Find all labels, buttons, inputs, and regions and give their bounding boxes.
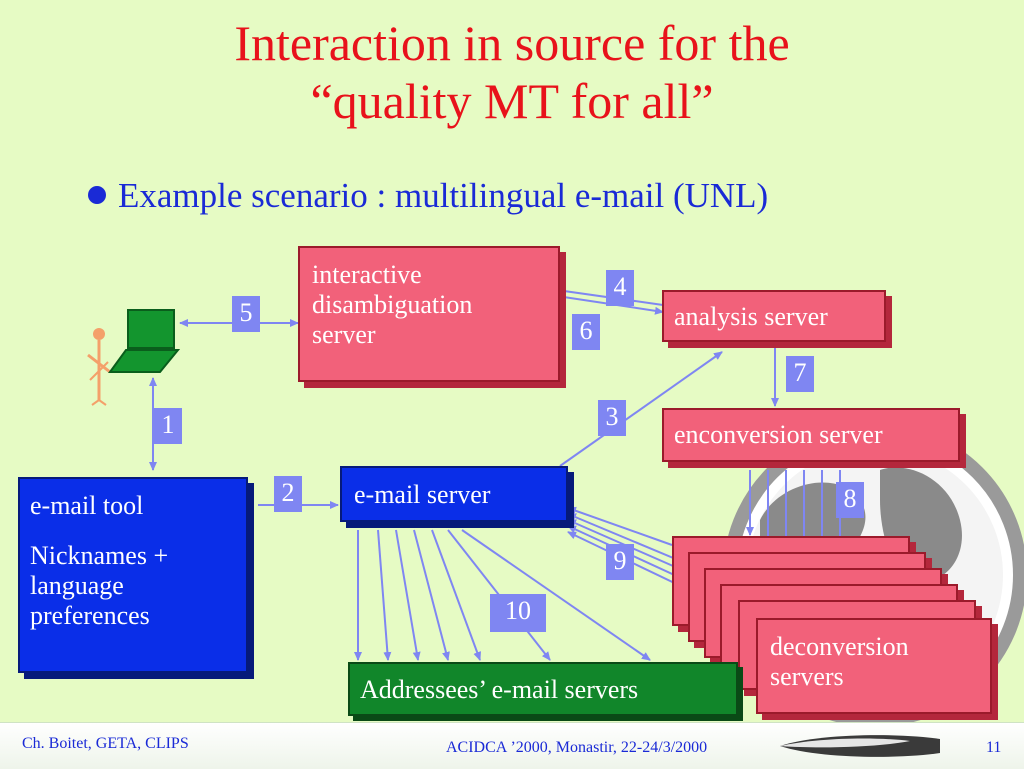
step-5: 5 <box>232 296 260 332</box>
disambiguation-line-2: disambiguation <box>312 290 473 319</box>
email-tool-line-3: language <box>30 571 124 600</box>
step-4: 4 <box>606 270 634 306</box>
deconversion-servers-box: deconversion servers <box>756 618 992 714</box>
email-tool-line-2: Nicknames + <box>30 541 169 570</box>
analysis-server-label: analysis server <box>674 302 828 331</box>
disambiguation-server-box: interactive disambiguation server <box>298 246 560 382</box>
footer-swoosh-icon <box>780 735 940 757</box>
bullet-item: Example scenario : multilingual e-mail (… <box>88 176 768 216</box>
disambiguation-line-1: interactive <box>312 260 422 289</box>
email-server-label: e-mail server <box>354 480 491 509</box>
addressees-servers-label: Addressees’ e-mail servers <box>360 675 639 704</box>
step-9: 9 <box>606 544 634 580</box>
step-6: 6 <box>572 314 600 350</box>
step-10: 10 <box>490 594 546 632</box>
bullet-text: Example scenario : multilingual e-mail (… <box>118 176 769 215</box>
slide-title: Interaction in source for the “quality M… <box>0 14 1024 130</box>
deconversion-line-2: servers <box>770 662 844 691</box>
footer-page-number: 11 <box>986 739 1002 756</box>
email-tool-line-4: preferences <box>30 601 150 630</box>
email-tool-box: e-mail tool Nicknames + language prefere… <box>18 477 248 673</box>
step-8: 8 <box>836 482 864 518</box>
user-computer-icon <box>87 309 181 406</box>
footer-conference: ACIDCA ’2000, Monastir, 22-24/3/2000 <box>446 739 708 756</box>
footer-author: Ch. Boitet, GETA, CLIPS <box>22 735 189 752</box>
analysis-server-box: analysis server <box>662 290 886 342</box>
title-line-2: “quality MT for all” <box>310 73 714 129</box>
disambiguation-line-3: server <box>312 320 376 349</box>
step-7: 7 <box>786 356 814 392</box>
email-server-box: e-mail server <box>340 466 568 522</box>
addressees-servers-box: Addressees’ e-mail servers <box>348 662 738 716</box>
email-tool-title: e-mail tool <box>30 491 144 520</box>
enconversion-server-label: enconversion server <box>674 420 883 449</box>
bullet-dot-icon <box>88 186 106 204</box>
title-line-1: Interaction in source for the <box>234 15 790 71</box>
step-3: 3 <box>598 400 626 436</box>
step-2: 2 <box>274 476 302 512</box>
arrow-3 <box>559 351 723 467</box>
enconversion-server-box: enconversion server <box>662 408 960 462</box>
deconversion-line-1: deconversion <box>770 632 909 661</box>
step-1: 1 <box>154 408 182 444</box>
slide-footer: Ch. Boitet, GETA, CLIPS ACIDCA ’2000, Mo… <box>0 722 1024 769</box>
